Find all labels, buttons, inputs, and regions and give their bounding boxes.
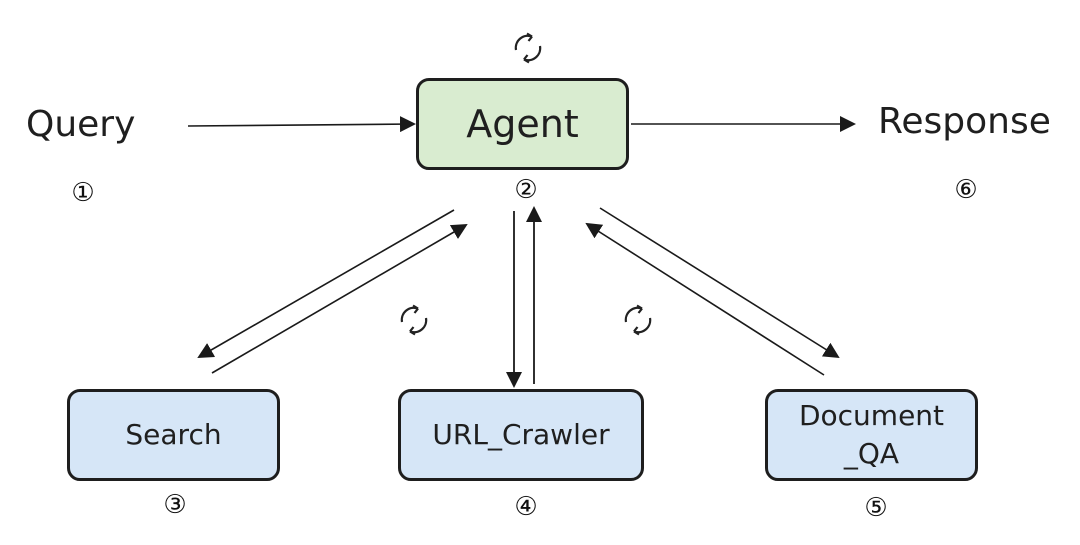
document-qa-node-label: Document _QA (798, 399, 945, 470)
cycle-icon (624, 304, 652, 336)
cycle-icon (514, 32, 542, 64)
arrow-agent-to-search (197, 209, 455, 358)
search-node: Search (67, 389, 280, 481)
step-number-search: ③ (163, 490, 187, 520)
agent-node-label: Agent (466, 102, 579, 146)
url-crawler-node: URL_Crawler (398, 389, 644, 481)
url-crawler-node-label: URL_Crawler (432, 418, 610, 451)
step-number-url-crawler: ④ (514, 492, 538, 522)
arrow-search-to-agent (211, 223, 468, 374)
arrow-documentqa-to-agent (585, 222, 825, 376)
query-label: Query (26, 104, 136, 145)
search-node-label: Search (125, 418, 222, 451)
arrow-agent-to-documentqa (599, 207, 840, 359)
step-number-response: ⑥ (954, 175, 978, 205)
document-qa-node: Document _QA (765, 389, 978, 481)
step-number-agent: ② (514, 175, 538, 205)
step-number-document-qa: ⑤ (864, 493, 888, 523)
agent-node: Agent (416, 78, 629, 170)
response-label: Response (878, 101, 1051, 142)
step-number-query: ① (71, 178, 95, 208)
cycle-icon (400, 304, 428, 336)
arrow-query-to-agent (187, 116, 416, 133)
